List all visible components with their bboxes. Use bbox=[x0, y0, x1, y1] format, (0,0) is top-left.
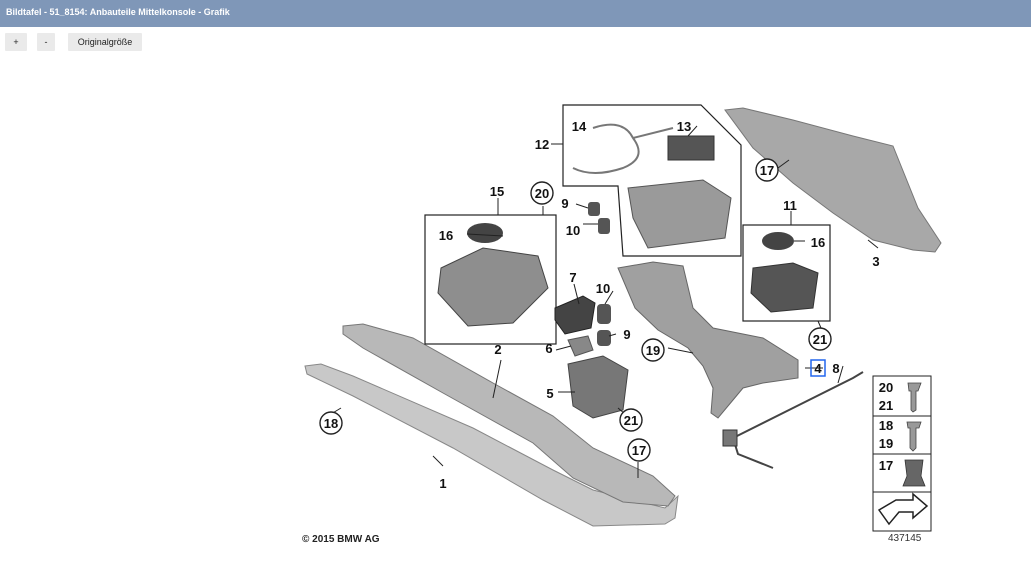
label-part-13[interactable]: 13 bbox=[677, 119, 691, 134]
legend-17[interactable]: 17 bbox=[879, 458, 893, 473]
label-part-18[interactable]: 18 bbox=[324, 416, 338, 431]
label-part-3[interactable]: 3 bbox=[872, 254, 879, 269]
part-4-shape bbox=[617, 261, 799, 419]
part-9-upper bbox=[588, 202, 600, 216]
label-part-16-left[interactable]: 16 bbox=[439, 228, 453, 243]
part-7-shape bbox=[554, 295, 596, 335]
legend-19[interactable]: 19 bbox=[879, 436, 893, 451]
screw-18-19-icon bbox=[906, 421, 922, 452]
part-16-cover-left bbox=[467, 223, 503, 243]
part-3-shape bbox=[724, 107, 942, 253]
part-2-shape bbox=[342, 323, 676, 507]
screw-20-21-icon bbox=[907, 382, 922, 413]
label-part-12[interactable]: 12 bbox=[535, 137, 549, 152]
window-title: Bildtafel - 51_8154: Anbauteile Mittelko… bbox=[6, 7, 230, 17]
label-part-17-top[interactable]: 17 bbox=[760, 163, 774, 178]
label-part-7[interactable]: 7 bbox=[569, 270, 576, 285]
part-11-cupholder bbox=[750, 262, 819, 313]
leader-lines bbox=[330, 125, 879, 478]
legend-20[interactable]: 20 bbox=[879, 380, 893, 395]
part-12-box bbox=[562, 104, 742, 257]
part-12-tray bbox=[627, 179, 732, 249]
part-10-upper bbox=[598, 218, 610, 234]
part-5-shape bbox=[567, 355, 629, 419]
label-part-8[interactable]: 8 bbox=[832, 361, 839, 376]
label-part-10-upper[interactable]: 10 bbox=[566, 223, 580, 238]
label-part-15[interactable]: 15 bbox=[490, 184, 504, 199]
part-8-connector bbox=[722, 429, 738, 447]
part-8-cable bbox=[732, 371, 864, 469]
label-part-20[interactable]: 20 bbox=[535, 186, 549, 201]
label-part-17-bottom[interactable]: 17 bbox=[632, 443, 646, 458]
label-part-4[interactable]: 4 bbox=[814, 361, 822, 376]
label-part-14[interactable]: 14 bbox=[572, 119, 587, 134]
title-bar: Bildtafel - 51_8154: Anbauteile Mittelko… bbox=[0, 0, 1031, 27]
original-size-button[interactable]: Originalgröße bbox=[68, 33, 142, 51]
label-part-1[interactable]: 1 bbox=[439, 476, 446, 491]
part-4-highlight[interactable] bbox=[810, 359, 826, 377]
label-part-6[interactable]: 6 bbox=[545, 341, 552, 356]
fastener-legend: 20 21 18 19 17 bbox=[872, 375, 932, 532]
part-13-shape bbox=[667, 135, 715, 161]
zoom-in-button[interactable]: + bbox=[5, 33, 27, 51]
circle-outlines bbox=[319, 158, 832, 462]
label-part-5[interactable]: 5 bbox=[546, 386, 553, 401]
image-number: 437145 bbox=[888, 533, 922, 544]
legend-21[interactable]: 21 bbox=[879, 398, 893, 413]
part-15-box bbox=[424, 214, 557, 345]
copyright-text: © 2015 BMW AG bbox=[302, 534, 380, 545]
part-1-shape bbox=[304, 363, 679, 527]
label-part-21-right[interactable]: 21 bbox=[813, 332, 827, 347]
part-16-cover-right bbox=[762, 232, 794, 250]
arrow-icon bbox=[877, 492, 929, 526]
part-10-socket bbox=[597, 304, 611, 324]
part-11-box bbox=[742, 224, 831, 322]
label-part-9-upper[interactable]: 9 bbox=[561, 196, 568, 211]
clip-17-icon bbox=[902, 459, 926, 487]
part-6-shape bbox=[567, 335, 594, 357]
label-part-11[interactable]: 11 bbox=[783, 198, 797, 213]
label-part-2[interactable]: 2 bbox=[494, 342, 501, 357]
label-part-21-lower[interactable]: 21 bbox=[624, 413, 638, 428]
part-9-socket bbox=[597, 330, 611, 346]
label-part-10-lower[interactable]: 10 bbox=[596, 281, 610, 296]
part-14-cable bbox=[572, 123, 674, 174]
label-part-9-lower[interactable]: 9 bbox=[623, 327, 630, 342]
label-part-16-right[interactable]: 16 bbox=[811, 235, 825, 250]
zoom-out-button[interactable]: - bbox=[37, 33, 55, 51]
label-part-19[interactable]: 19 bbox=[646, 343, 660, 358]
legend-18[interactable]: 18 bbox=[879, 418, 893, 433]
parts-diagram[interactable]: 1 2 3 4 5 6 7 8 9 9 10 10 11 12 13 14 15… bbox=[293, 98, 943, 551]
part-15-tray bbox=[437, 247, 549, 327]
